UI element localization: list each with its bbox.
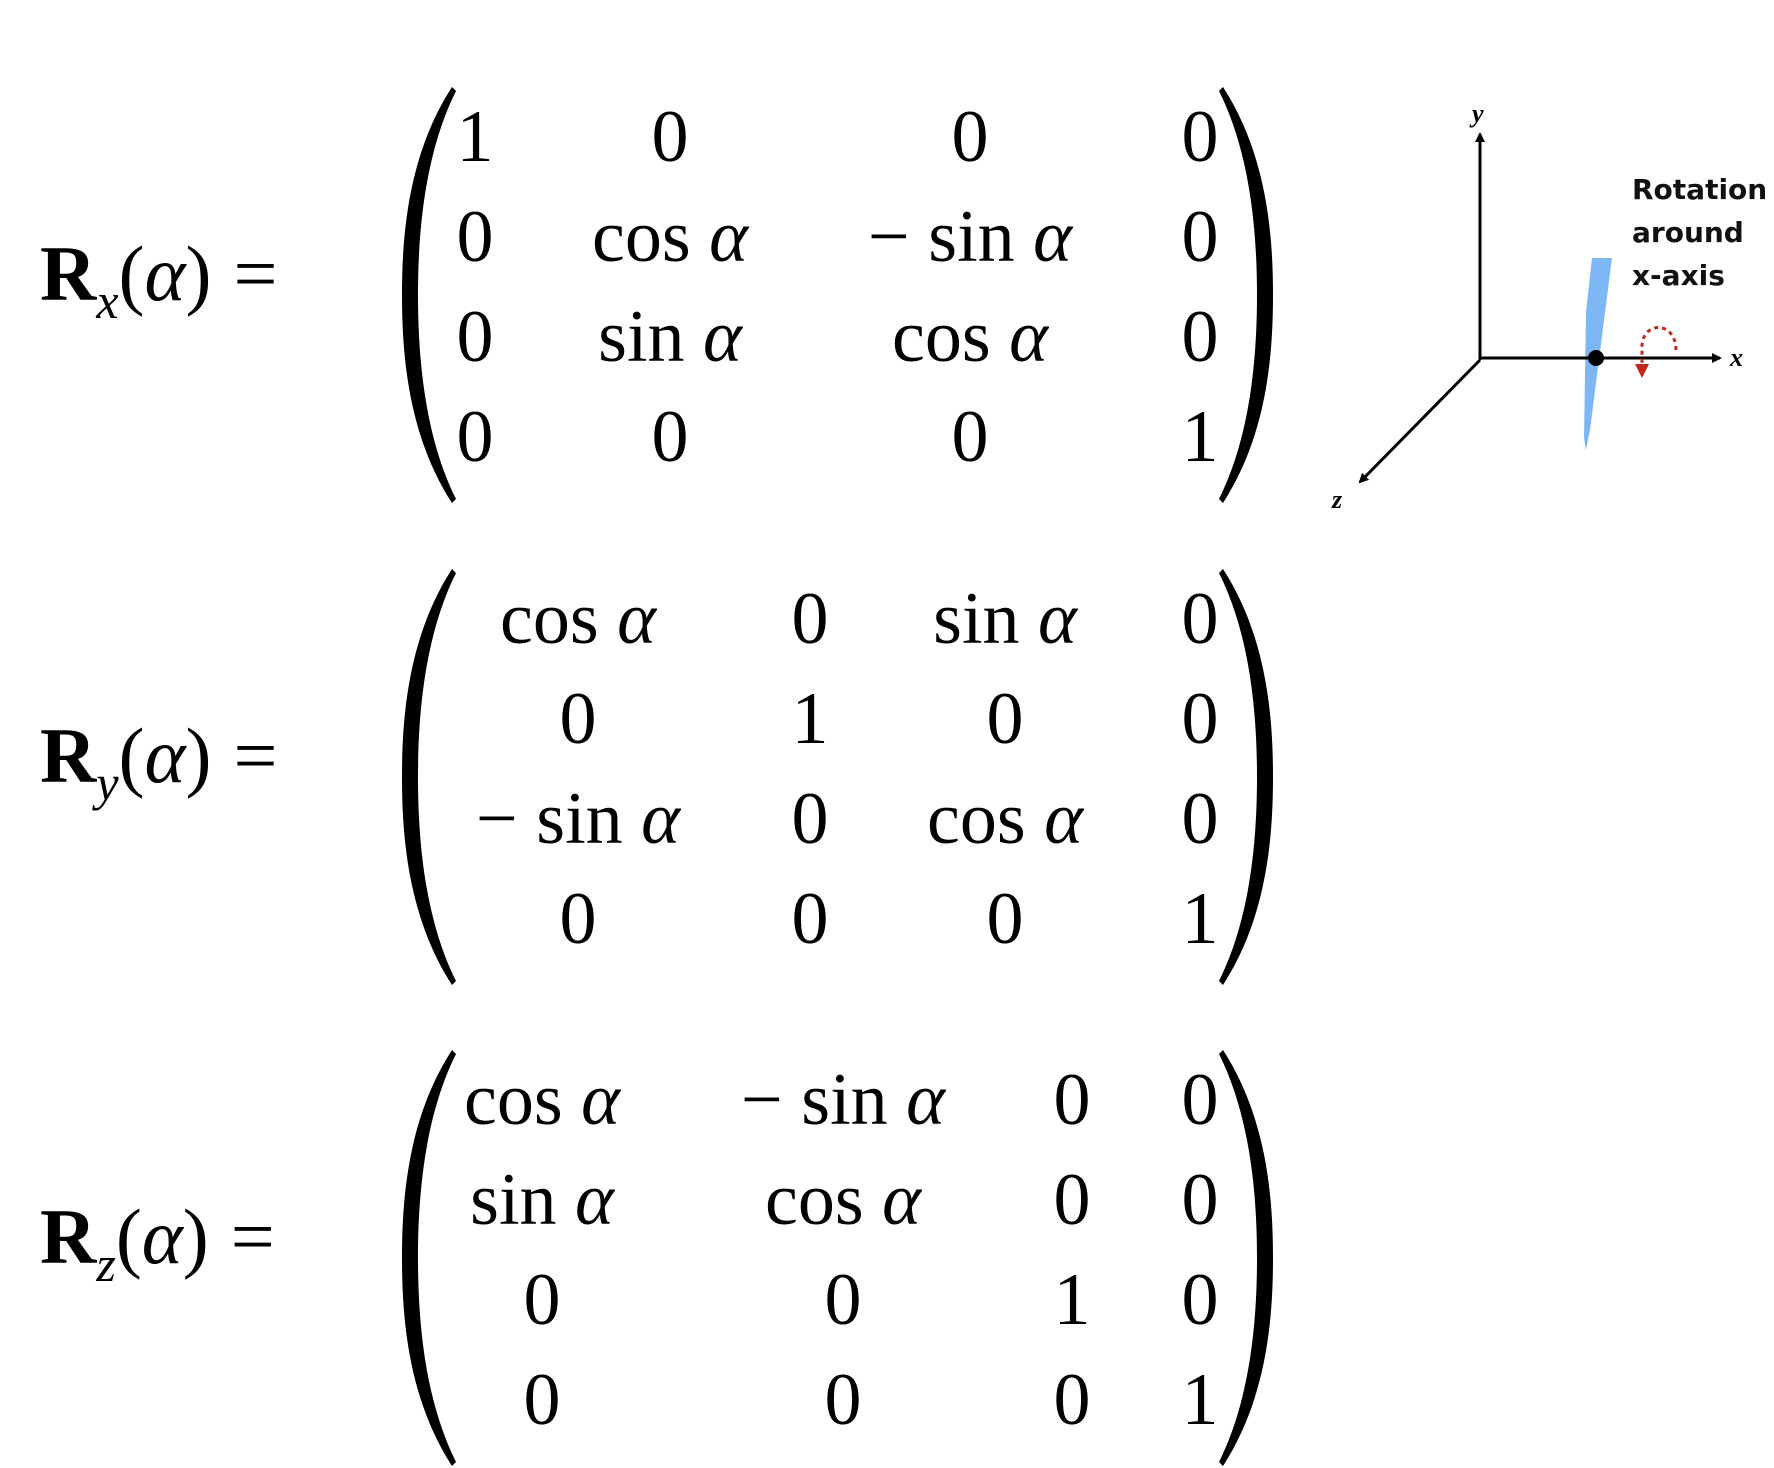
matrix-cell: 1: [1053, 1259, 1091, 1341]
matrix-cell: 1: [791, 678, 829, 760]
matrix-subscript: y: [96, 755, 119, 811]
matrix-cell: cos α: [464, 1059, 620, 1141]
matrix-cell: 0: [951, 396, 989, 478]
matrix-subscript: x: [96, 273, 119, 329]
equation-rz: Rz(α)= cos α − sin α 0 0 sin α cos α 0 0 0 0 1 0 0 0 0…: [0, 1048, 1290, 1468]
rotation-diagram: y x z: [1331, 99, 1743, 514]
matrix-cell: 0: [791, 878, 829, 960]
matrix-cell: 0: [1181, 296, 1219, 378]
matrix-cell: 0: [651, 396, 689, 478]
matrix-subscript: z: [96, 1236, 116, 1292]
matrix-cell: 0: [1181, 778, 1219, 860]
right-parenthesis: [1219, 87, 1273, 503]
matrix-cell: 0: [1053, 1359, 1091, 1441]
matrix-cell: 0: [1181, 1059, 1219, 1141]
matrix-cell: 0: [986, 678, 1024, 760]
matrix-cell: 0: [1181, 1159, 1219, 1241]
matrix-cell: cos α: [892, 296, 1048, 378]
x-axis-label: x: [1729, 343, 1743, 372]
matrix-cell: 0: [986, 878, 1024, 960]
matrix-cell: sin α: [933, 578, 1077, 660]
matrix-cell: 0: [559, 878, 597, 960]
matrix-cell: 0: [559, 678, 597, 760]
z-axis-label: z: [1331, 485, 1343, 514]
matrix-cell: 0: [791, 778, 829, 860]
matrix-cell: 0: [456, 396, 494, 478]
matrix-cell: 0: [824, 1259, 862, 1341]
matrix-cell: 0: [824, 1359, 862, 1441]
matrix-cell: − sin α: [476, 778, 680, 860]
right-parenthesis: [1219, 1050, 1273, 1466]
right-parenthesis: [1219, 569, 1273, 985]
matrix-cell: − sin α: [741, 1059, 945, 1141]
matrix-cell: 1: [456, 96, 494, 178]
matrix-cell: 0: [1181, 196, 1219, 278]
matrix-symbol: R: [40, 712, 97, 799]
caption-line: x-axis: [1632, 259, 1725, 292]
matrix-cell: 0: [1053, 1059, 1091, 1141]
left-parenthesis: [402, 569, 456, 985]
equation-rx: Rx(α)= 1 0 0 0 0 cos α − sin α 0 0 sin α cos α 0 0 0 0…: [0, 85, 1290, 505]
left-parenthesis: [402, 87, 456, 503]
equation-lhs: Rz(α)=: [40, 1193, 275, 1292]
axis-point: [1588, 350, 1604, 366]
equation-lhs: Rx(α)=: [40, 230, 278, 329]
matrix-cell: 0: [1181, 1259, 1219, 1341]
matrix-cell: 0: [651, 96, 689, 178]
matrix-cell: 0: [1181, 678, 1219, 760]
matrix-cell: 0: [951, 96, 989, 178]
matrix-cell: sin α: [470, 1159, 614, 1241]
caption-line: around: [1632, 216, 1744, 249]
matrix-cell: 0: [1053, 1159, 1091, 1241]
matrix-argument: α: [144, 712, 186, 799]
matrix-cell: cos α: [500, 578, 656, 660]
diagram-caption: Rotation around x-axis: [1632, 168, 1774, 297]
matrix-cell: − sin α: [868, 196, 1072, 278]
matrix-cell: 0: [1181, 578, 1219, 660]
matrix-argument: α: [144, 230, 186, 317]
matrix-cell: cos α: [592, 196, 748, 278]
matrix-cell: 0: [1181, 96, 1219, 178]
matrix-cell: cos α: [765, 1159, 921, 1241]
left-parenthesis: [402, 1050, 456, 1466]
matrix-argument: α: [141, 1193, 183, 1280]
z-axis: [1358, 358, 1482, 484]
equation-lhs: Ry(α)=: [40, 712, 278, 811]
matrix-cell: 1: [1181, 396, 1219, 478]
matrix-cell: 0: [523, 1259, 561, 1341]
matrix-cell: 0: [456, 296, 494, 378]
matrix-symbol: R: [40, 230, 97, 317]
equation-ry: Ry(α)= cos α 0 sin α 0 0 1 0 0 − sin α 0 cos α 0 0 0 0…: [0, 567, 1290, 987]
caption-line: Rotation: [1632, 173, 1768, 206]
matrix-cell: 0: [791, 578, 829, 660]
matrix-symbol: R: [40, 1193, 97, 1280]
matrix-cell: cos α: [927, 778, 1083, 860]
y-axis-label: y: [1469, 99, 1484, 128]
matrix-cell: sin α: [598, 296, 742, 378]
matrix-cell: 1: [1181, 1359, 1219, 1441]
matrix-cell: 0: [523, 1359, 561, 1441]
matrix-cell: 1: [1181, 878, 1219, 960]
matrix-cell: 0: [456, 196, 494, 278]
rotation-arrow-icon: [1635, 326, 1678, 378]
